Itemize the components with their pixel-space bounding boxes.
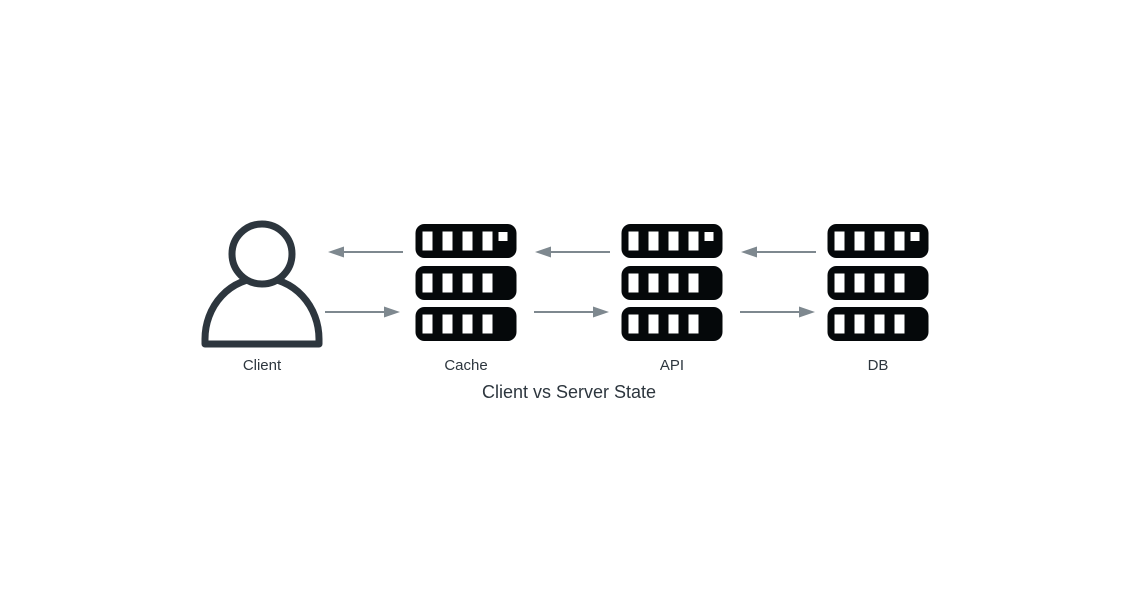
db-server-stack-icon: [827, 224, 929, 341]
arrow-cache-to-api-icon: [534, 306, 609, 318]
client-node-label: Client: [242, 357, 282, 374]
db-node-label: DB: [867, 357, 889, 374]
cache-node-label: Cache: [444, 357, 488, 374]
diagram-title: Client vs Server State: [481, 382, 657, 402]
cache-server-stack-icon: [415, 224, 517, 341]
arrow-db-to-api-icon: [741, 246, 816, 258]
api-node-label: API: [659, 357, 685, 374]
api-server-stack-icon: [621, 224, 723, 341]
arrow-cache-to-client-icon: [328, 246, 403, 258]
client-person-icon: [201, 220, 323, 348]
arrow-client-to-cache-icon: [325, 306, 400, 318]
arrow-api-to-db-icon: [740, 306, 815, 318]
arrow-api-to-cache-icon: [535, 246, 610, 258]
